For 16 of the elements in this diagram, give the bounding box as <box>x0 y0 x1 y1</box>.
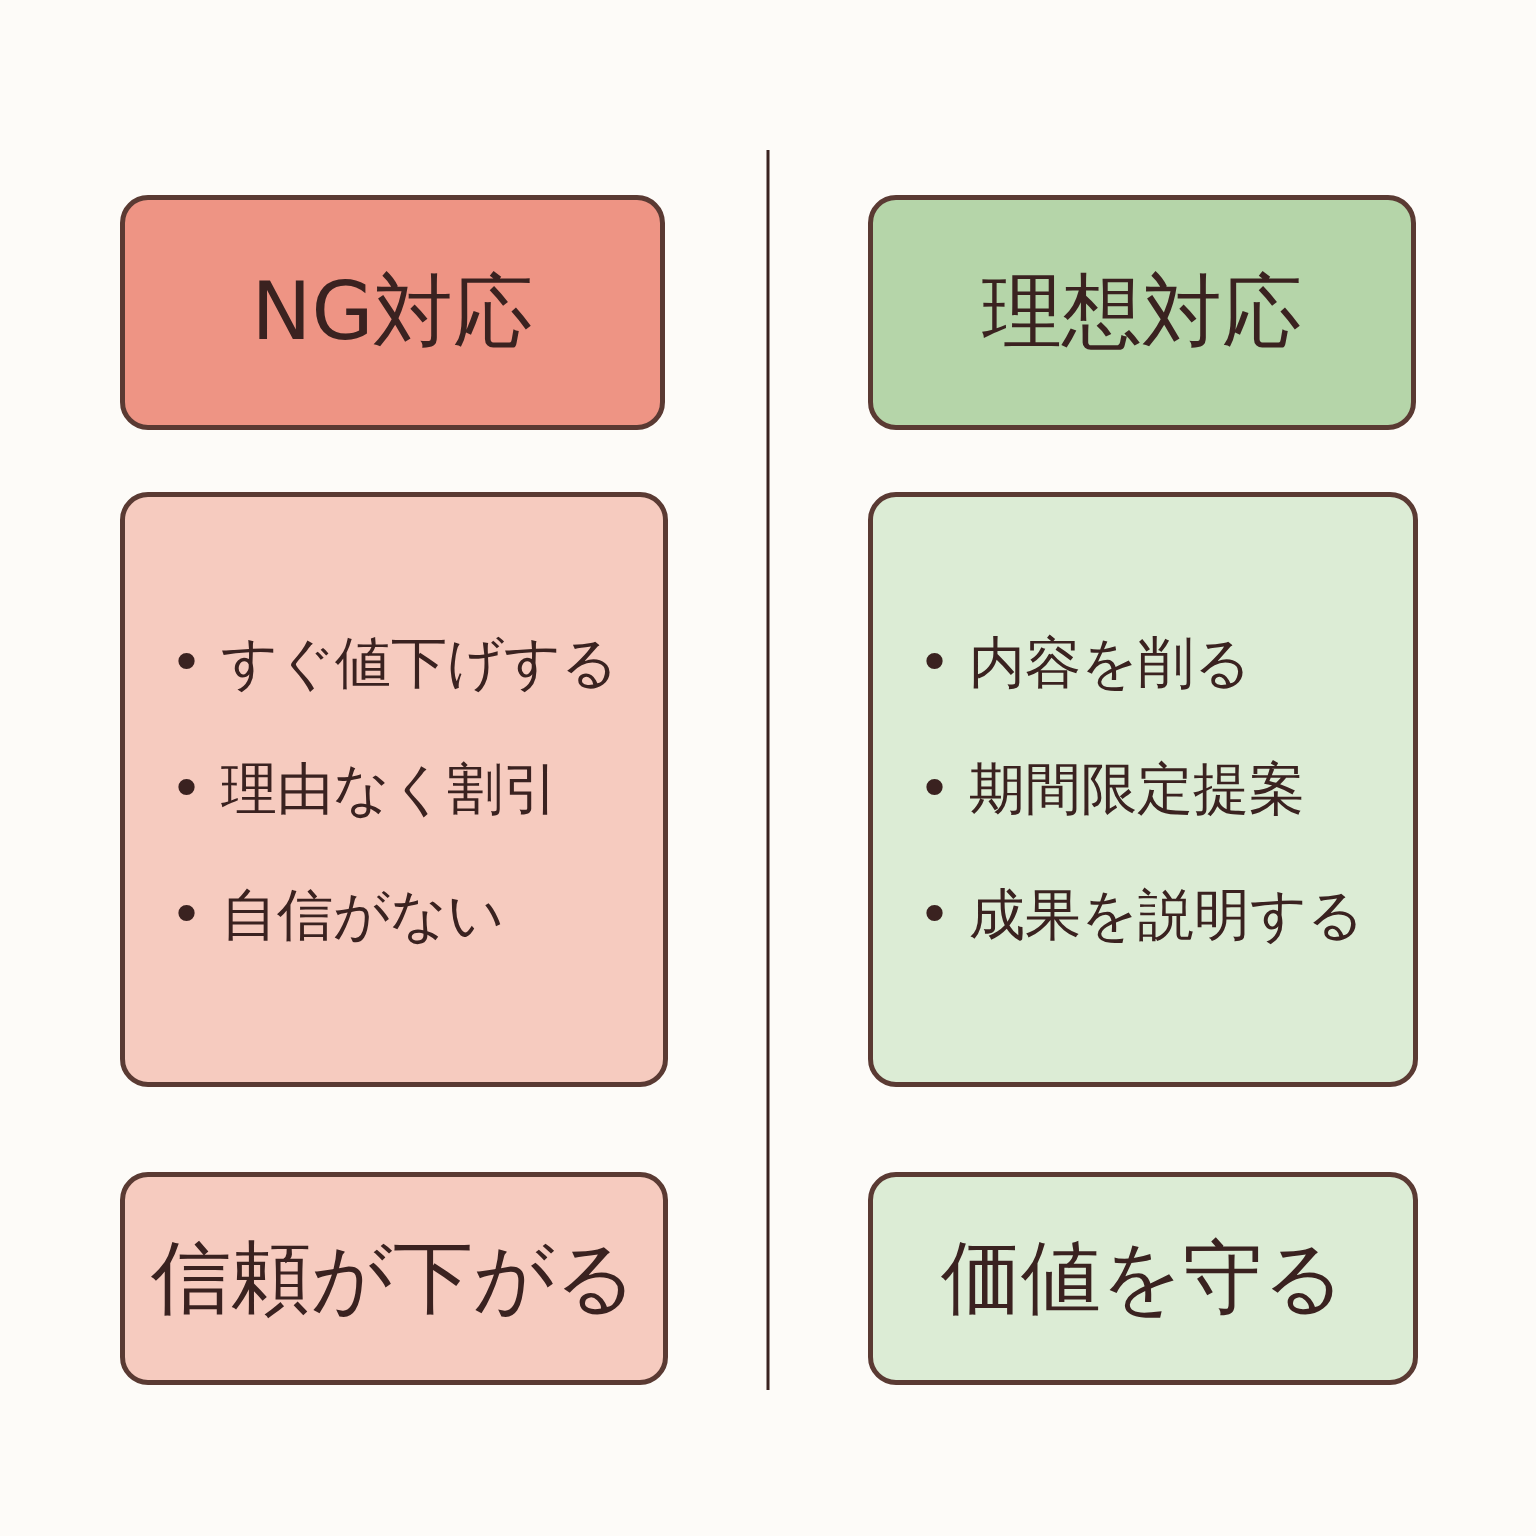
list-item: • 理由なく割引 <box>170 754 559 823</box>
heading-box <box>120 195 665 430</box>
box-text: 信頼が下がる <box>151 1229 637 1326</box>
box-text: 価値を守る <box>941 1229 1345 1326</box>
list-item: • すぐ値下げする <box>170 628 618 697</box>
list-card <box>120 492 668 1087</box>
list-item: • 内容を削る <box>918 628 1251 697</box>
box-text: 理想対応 <box>982 263 1302 360</box>
list-item: • 自信がない <box>170 880 504 949</box>
heading-box <box>120 1172 668 1385</box>
box-text: NG対応 <box>251 263 534 360</box>
list-card <box>868 492 1418 1087</box>
heading-box <box>868 195 1416 430</box>
heading-box <box>868 1172 1418 1385</box>
list-item: • 期間限定提案 <box>918 754 1305 823</box>
list-item: • 成果を説明する <box>918 880 1364 949</box>
